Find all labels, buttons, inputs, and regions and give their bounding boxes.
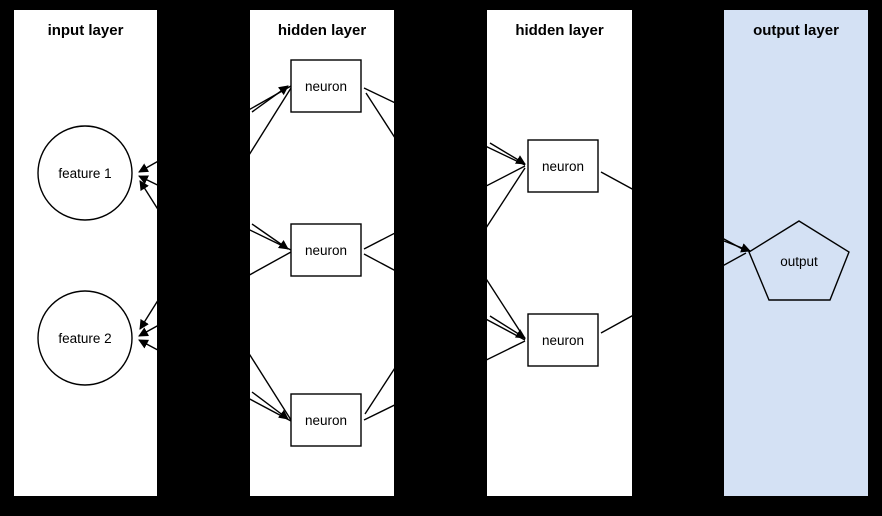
node-feature-1[interactable]	[37, 125, 133, 221]
edge-h2n2-to-h1n1	[365, 92, 526, 340]
edge-into-h1n3	[251, 391, 289, 420]
node-hidden-1-neuron-2[interactable]	[290, 223, 362, 277]
layer-title-output: output layer	[753, 22, 839, 39]
edge-h1n2-to-f1	[138, 175, 292, 251]
layer-panel-input[interactable]	[14, 10, 157, 496]
edge-h2n2-to-h1n2	[363, 253, 526, 341]
edge-into-h1n1	[251, 85, 289, 113]
edge-h2n1-to-h1n2	[363, 165, 526, 250]
edge-out-to-h2n2	[600, 252, 747, 334]
edge-h1n3-to-f2	[138, 339, 292, 422]
edge-into-h2n1	[489, 142, 526, 165]
node-hidden-2-neuron-1[interactable]	[527, 139, 599, 193]
node-hidden-1-neuron-1[interactable]	[290, 59, 362, 113]
edge-h1n3-to-f1	[139, 180, 292, 421]
edge-h2n1-to-h1n1	[363, 87, 526, 166]
edge-h1n2-to-f2	[138, 251, 292, 337]
layer-panel-hidden-2[interactable]	[487, 10, 632, 496]
layer-title-hidden-2: hidden layer	[515, 22, 604, 39]
node-output[interactable]	[748, 220, 850, 301]
node-feature-2[interactable]	[37, 290, 133, 386]
edge-arrow-into-output	[723, 240, 751, 253]
edge-out-to-h2n1	[600, 171, 747, 252]
edge-into-h1n2	[251, 223, 289, 250]
edge-h2n1-to-h1n3	[364, 167, 526, 415]
layer-title-hidden-1: hidden layer	[277, 22, 367, 39]
edge-into-h2n2	[489, 315, 526, 339]
node-hidden-1-neuron-3[interactable]	[290, 393, 362, 447]
layer-title-input: input layer	[47, 22, 124, 39]
edge-h1n1-to-f2	[139, 87, 292, 330]
edge-h1n1-to-f1	[138, 85, 292, 173]
edge-h2n2-to-h1n3	[363, 340, 526, 421]
node-hidden-2-neuron-2[interactable]	[527, 313, 599, 367]
